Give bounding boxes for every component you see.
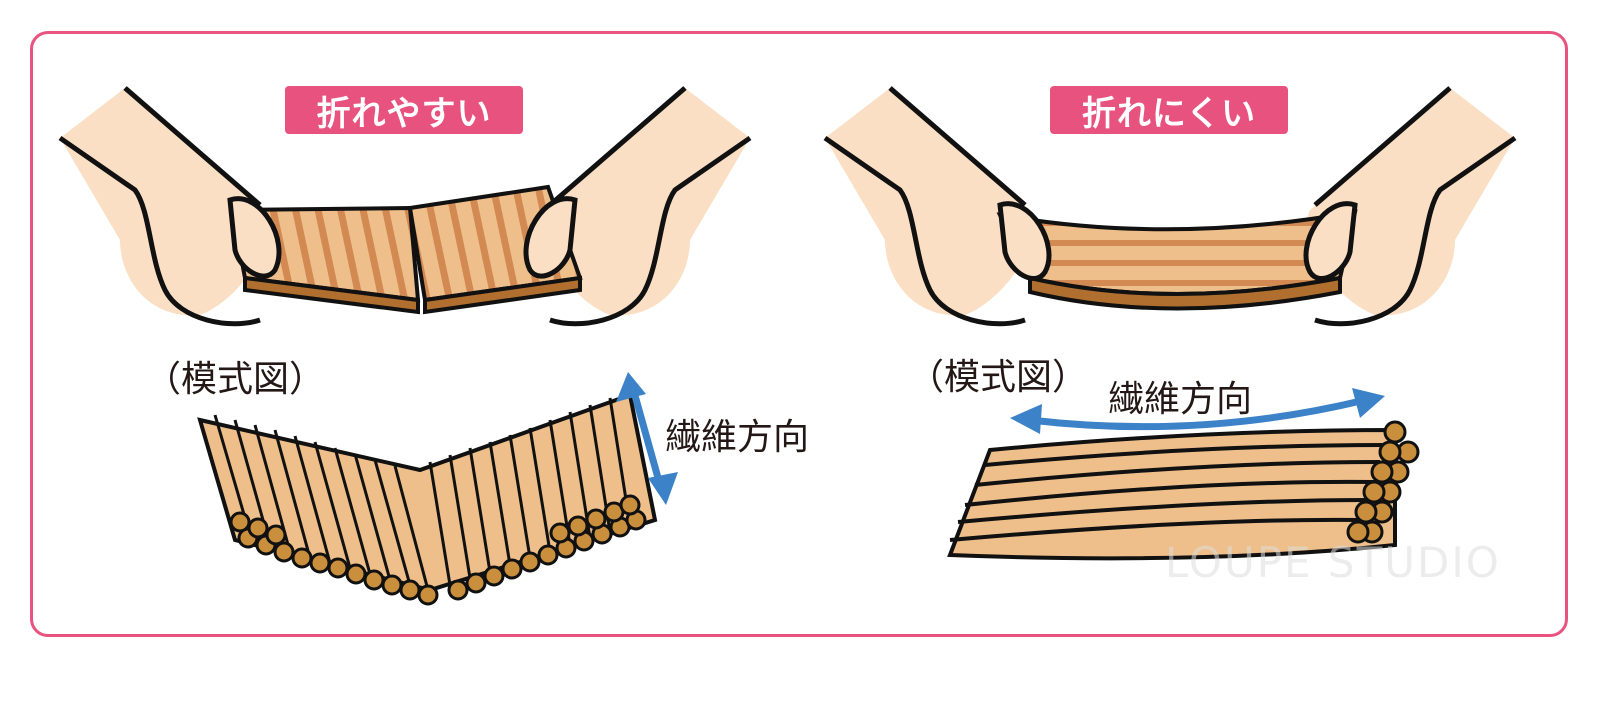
right-fiber-direction-label: 繊維方向 [1108,379,1253,420]
left-fiber-direction-arrow [616,372,678,505]
left-schematic-label: （模式図） [145,359,326,400]
badge-breaks-easily: 折れやすい [285,86,523,134]
left-fiber-bundle [197,392,658,606]
diagram-frame [30,31,1568,637]
left-hands-and-board [58,86,752,327]
right-fiber-direction-arrow [1010,388,1385,434]
right-fiber-bundle [947,420,1420,561]
watermark: LOUPE STUDIO [1165,538,1501,587]
left-fiber-direction-label: 繊維方向 [665,417,810,458]
right-hands-and-board [823,86,1517,327]
badge-hard-to-break: 折れにくい [1050,86,1288,134]
right-schematic-label: （模式図） [908,357,1089,398]
